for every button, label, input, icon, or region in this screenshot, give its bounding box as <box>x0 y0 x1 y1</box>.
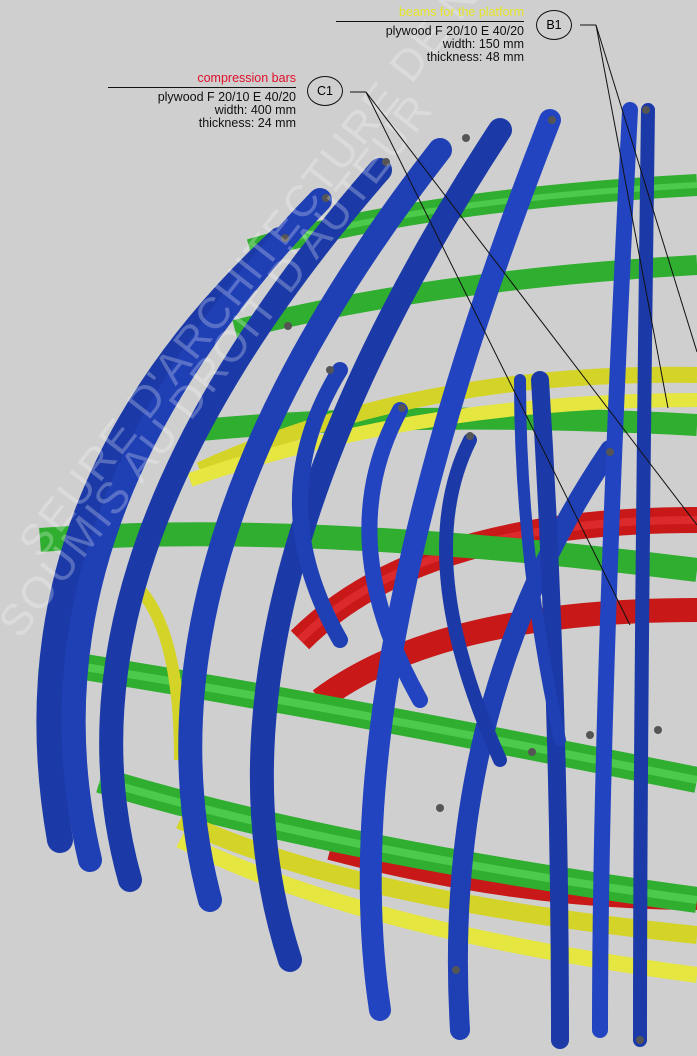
beams-width: width: 150 mm <box>442 37 524 51</box>
beams-tag-b1: B1 <box>536 10 572 40</box>
beams-material: plywood F 20/10 E 40/20 <box>385 24 524 38</box>
leader-lines <box>350 24 697 626</box>
beams-title: beams for the platform <box>398 5 524 19</box>
compression-width: width: 400 mm <box>214 103 296 117</box>
blue-ribs <box>36 102 655 1049</box>
beams-divider <box>336 21 524 22</box>
beams-callout: beams for the platform plywood F 20/10 E… <box>336 6 524 64</box>
support-nodes <box>281 106 662 1044</box>
compression-divider <box>108 87 296 88</box>
compression-thickness: thickness: 24 mm <box>198 116 296 130</box>
compression-material: plywood F 20/10 E 40/20 <box>157 90 296 104</box>
beams-thickness: thickness: 48 mm <box>426 50 524 64</box>
compression-callout: compression bars plywood F 20/10 E 40/20… <box>108 72 296 130</box>
compression-tag-c1: C1 <box>307 76 343 106</box>
compression-title: compression bars <box>197 71 296 85</box>
